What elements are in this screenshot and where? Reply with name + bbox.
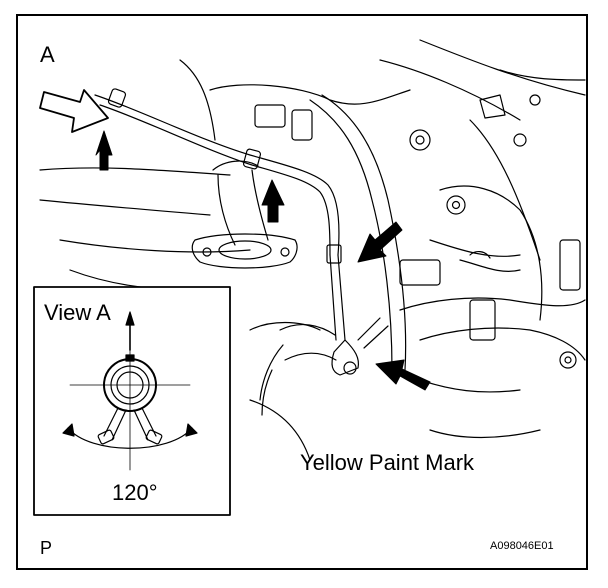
view-a-inset — [33, 286, 231, 516]
view-direction-arrow — [39, 89, 109, 133]
clamp-arrow-2 — [261, 179, 285, 223]
clamp-arrow-3 — [357, 221, 403, 263]
sensor-arrow — [375, 359, 431, 391]
inset-title: View A — [44, 300, 111, 325]
background-structures — [39, 39, 586, 461]
angle-label: 120° — [112, 480, 158, 505]
paint-mark-label: Yellow Paint Mark — [300, 450, 475, 475]
coolant-hoses — [259, 94, 407, 416]
sensor-wire-harness — [94, 88, 389, 376]
clamp-arrow-1 — [95, 130, 113, 171]
exhaust-pipe-flange — [191, 160, 298, 269]
corner-label-p: P — [40, 538, 53, 558]
view-marker-a: A — [40, 42, 55, 67]
figure-code: A098046E01 — [490, 540, 554, 552]
